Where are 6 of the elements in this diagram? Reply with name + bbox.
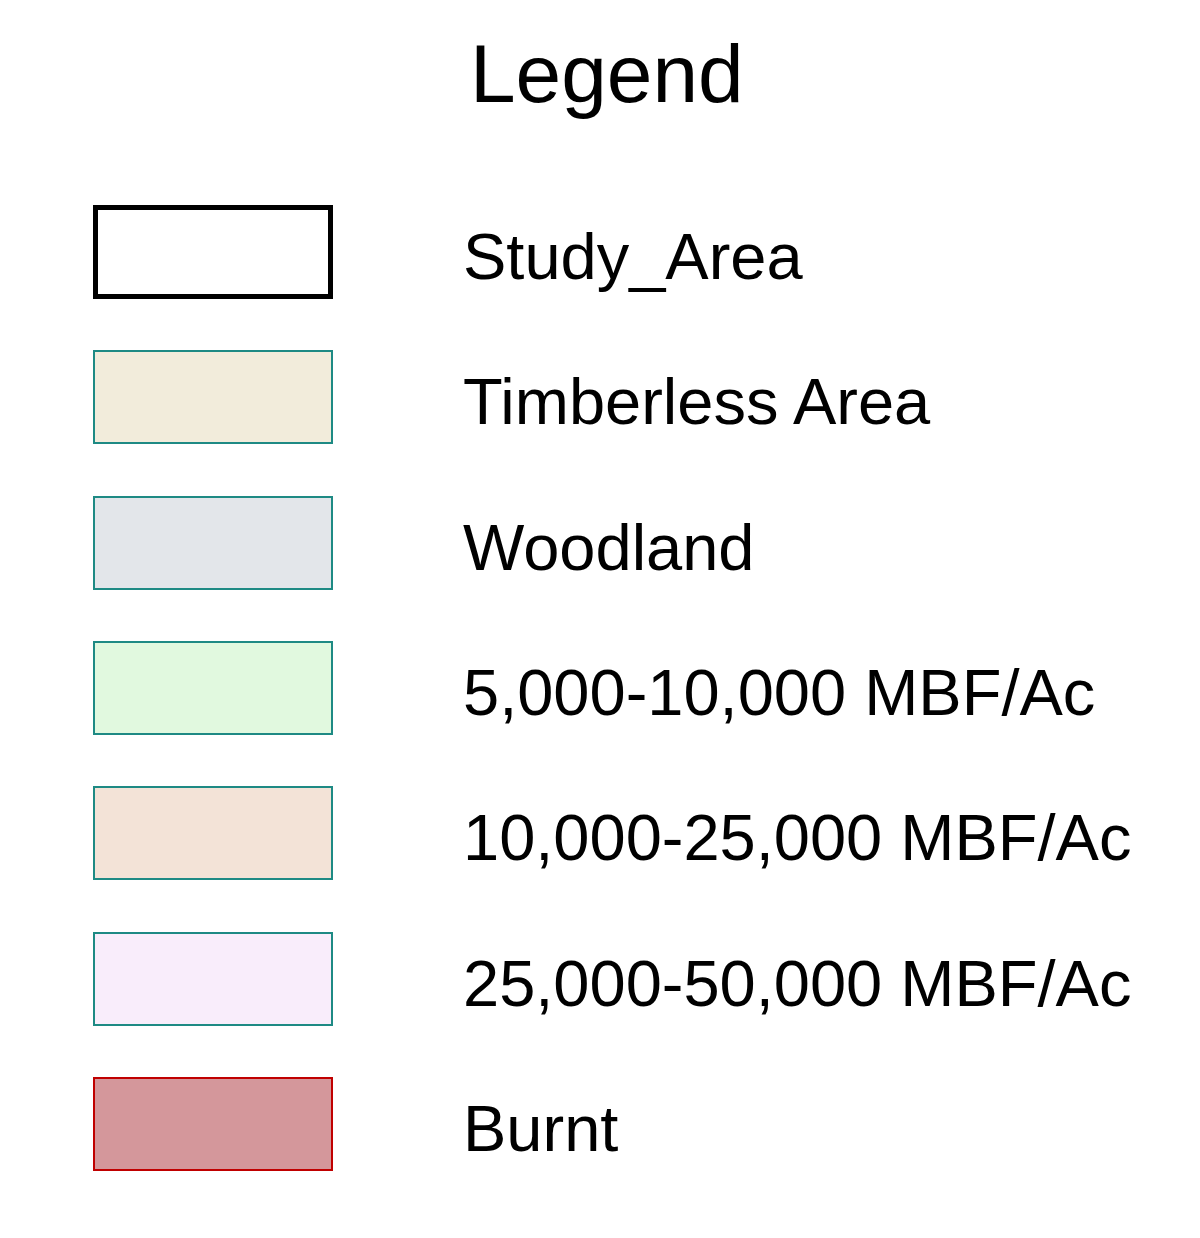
legend-label: Timberless Area xyxy=(463,369,931,435)
legend-label: 10,000-25,000 MBF/Ac xyxy=(463,805,1132,871)
legend-label: Burnt xyxy=(463,1095,619,1161)
legend-label: 25,000-50,000 MBF/Ac xyxy=(463,950,1132,1016)
legend-label: 5,000-10,000 MBF/Ac xyxy=(463,659,1096,725)
legend-label: Woodland xyxy=(463,514,755,580)
